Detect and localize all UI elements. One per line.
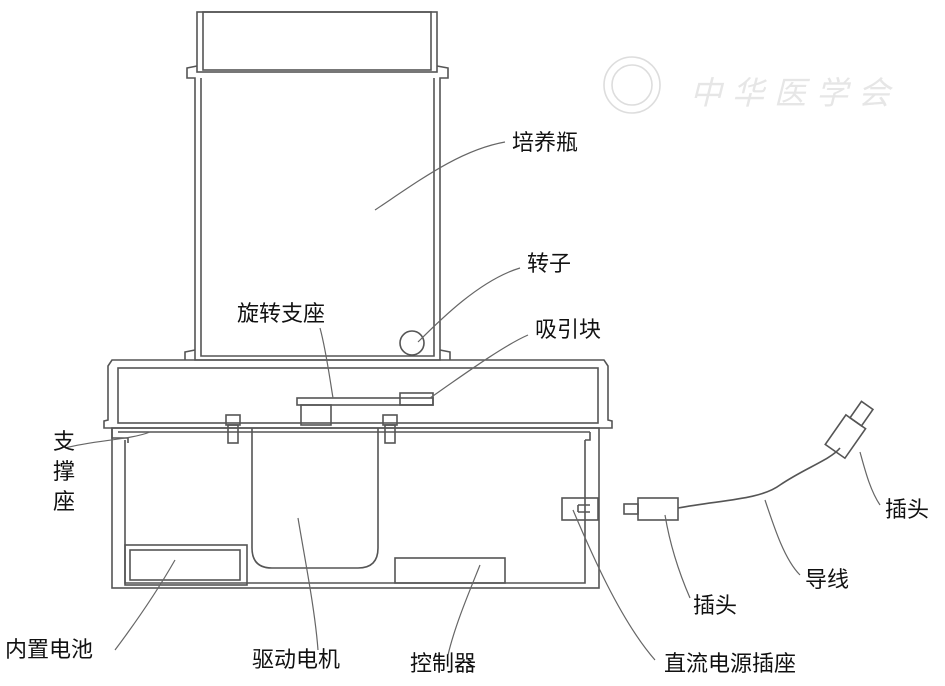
label-controller: 控制器 bbox=[410, 652, 477, 677]
leader-lines bbox=[64, 141, 881, 661]
lower-housing bbox=[111, 427, 600, 589]
label-plug-left: 插头 bbox=[693, 594, 738, 619]
label-culture-bottle: 培养瓶 bbox=[512, 131, 579, 156]
label-drive-motor: 驱动电机 bbox=[252, 648, 341, 673]
plug-left bbox=[623, 497, 679, 521]
label-rotor: 转子 bbox=[527, 252, 572, 277]
battery bbox=[124, 544, 248, 586]
label-battery: 内置电池 bbox=[5, 638, 94, 663]
rotating-base-housing bbox=[103, 359, 613, 429]
rotating-support bbox=[296, 392, 434, 426]
drive-motor bbox=[251, 428, 379, 569]
label-attraction-block: 吸引块 bbox=[535, 318, 602, 343]
label-dc-socket: 直流电源插座 bbox=[664, 652, 797, 677]
dc-socket bbox=[561, 497, 599, 521]
label-support-base: 支撑座 bbox=[52, 430, 75, 515]
label-rotating-support: 旋转支座 bbox=[237, 302, 326, 327]
support-base bbox=[111, 414, 591, 444]
watermark-text: 中华医学会 bbox=[690, 74, 901, 112]
watermark-seal bbox=[603, 56, 661, 114]
plug-right bbox=[824, 400, 875, 460]
label-wire: 导线 bbox=[805, 568, 850, 593]
rotor bbox=[399, 330, 425, 356]
label-plug-right: 插头 bbox=[885, 498, 930, 523]
controller bbox=[394, 557, 506, 584]
wire bbox=[677, 447, 841, 509]
